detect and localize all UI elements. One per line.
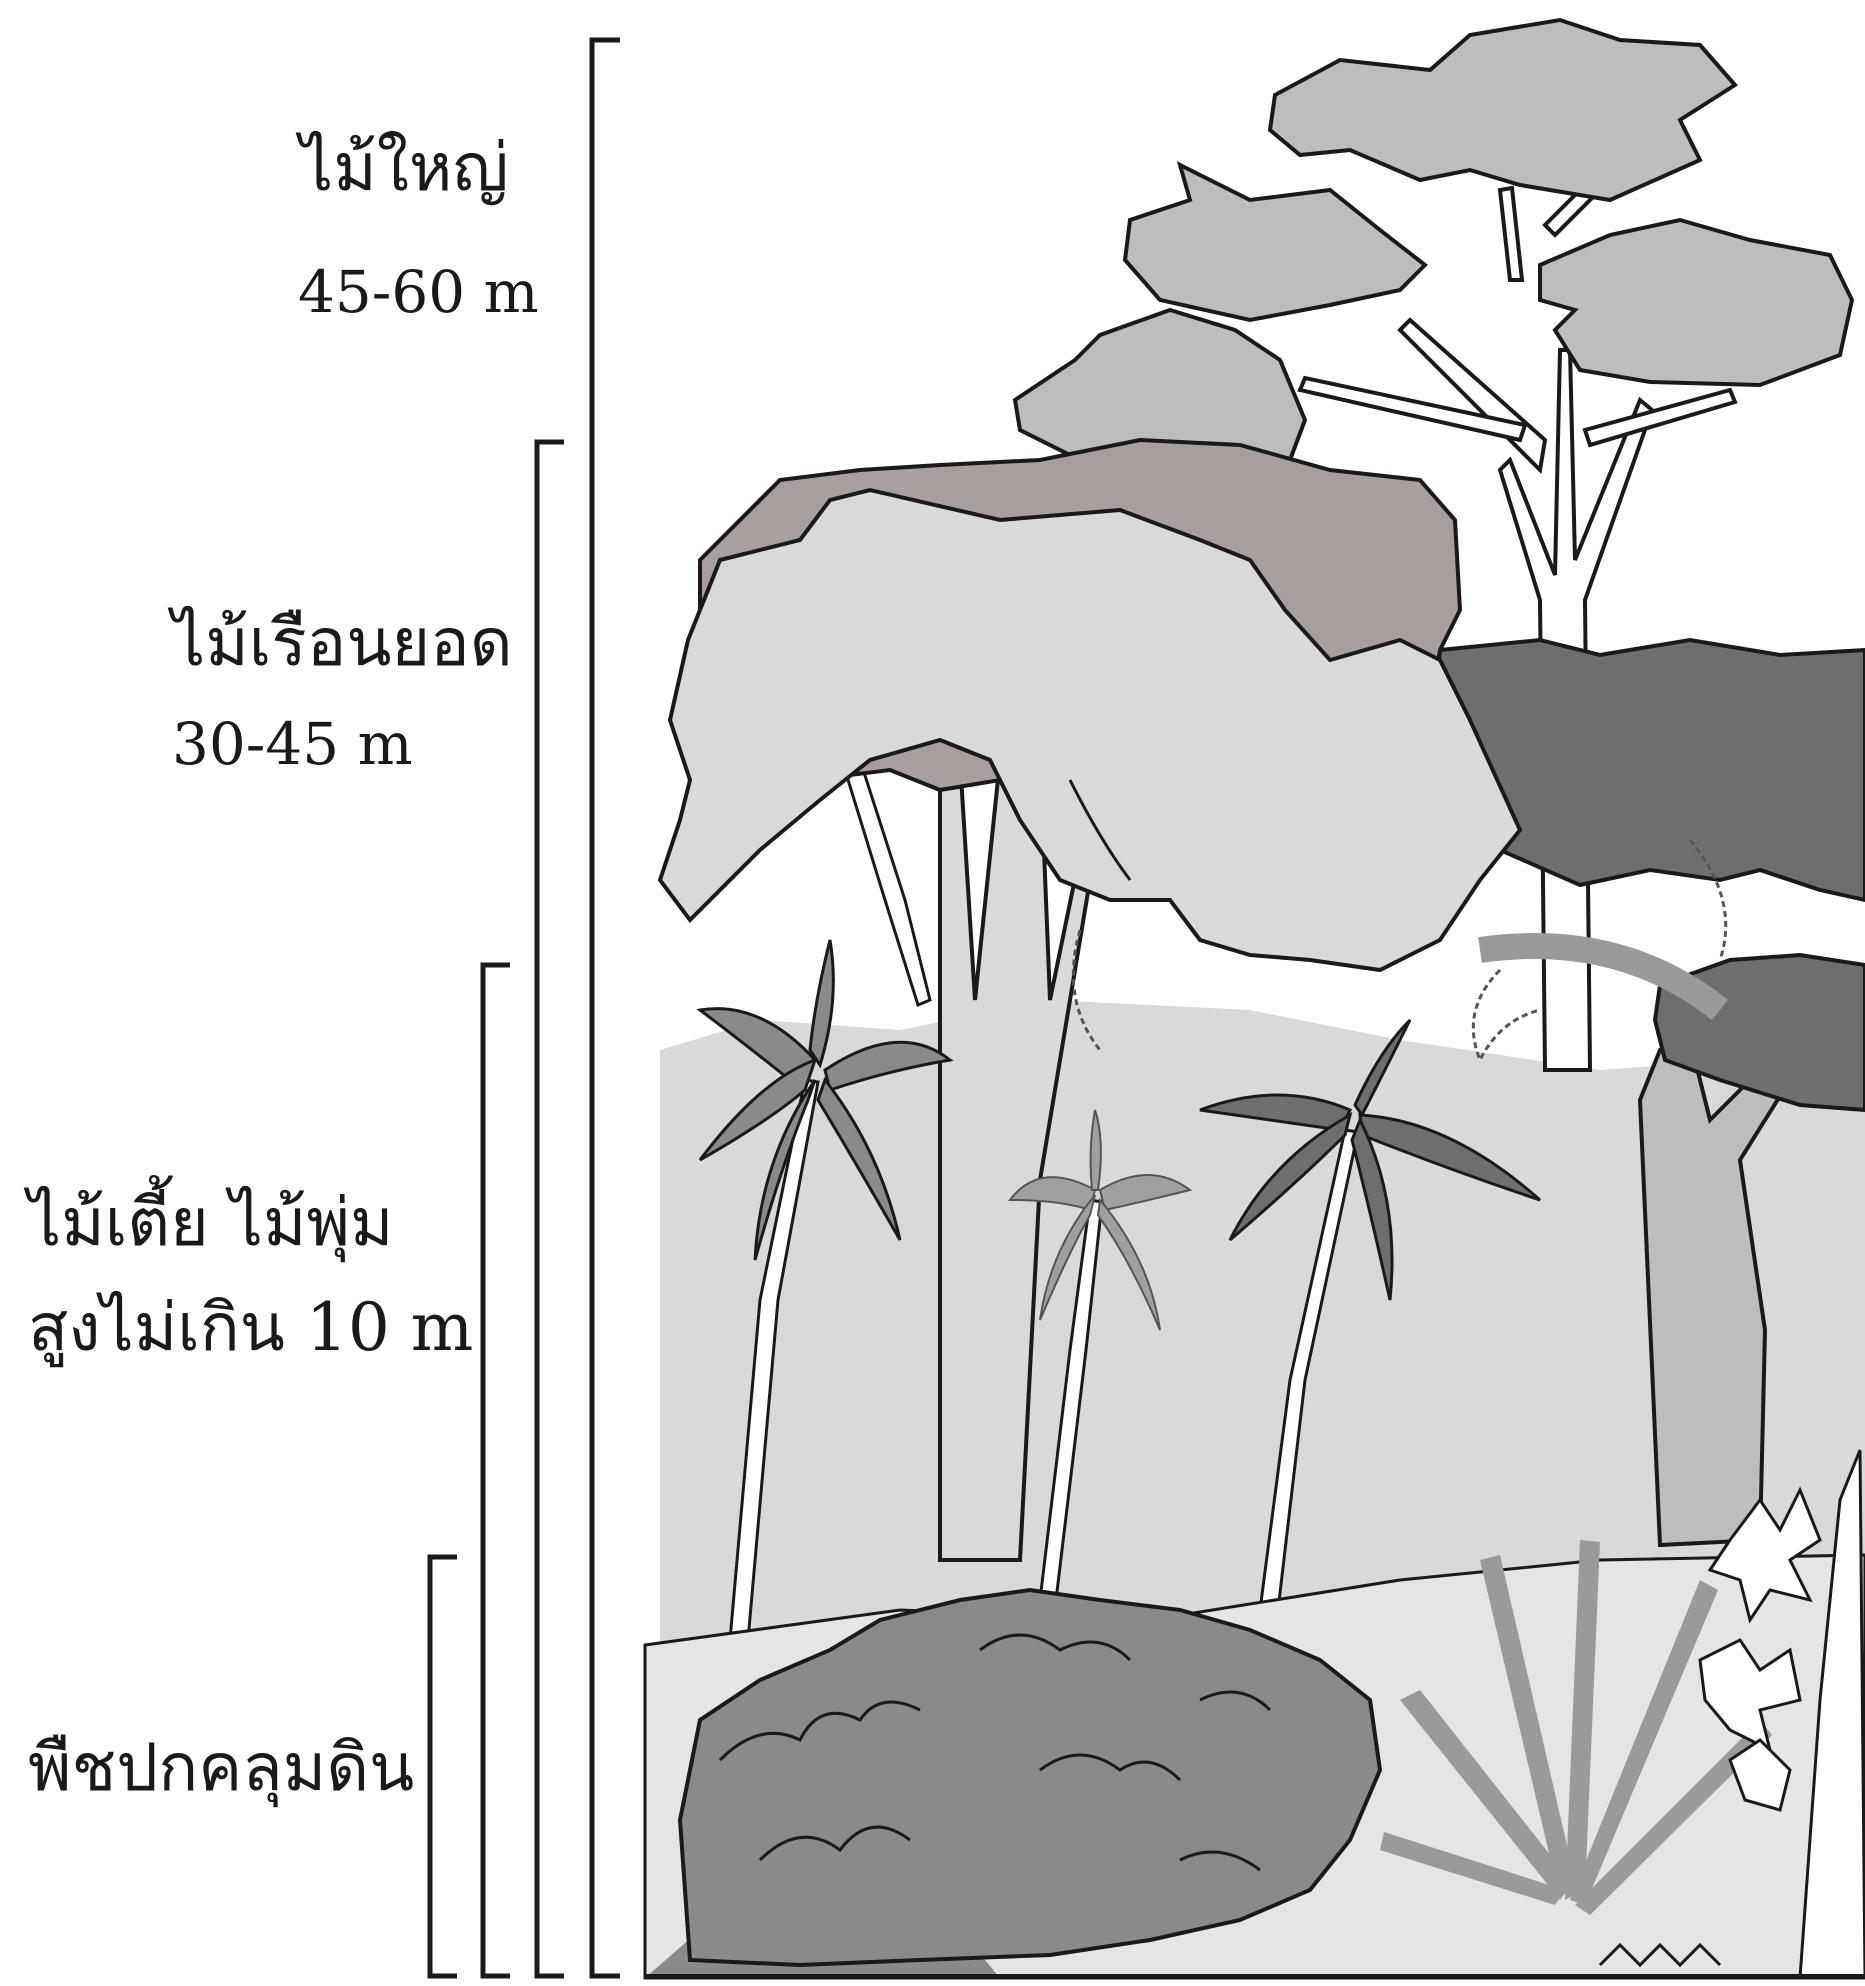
bracket-canopy — [537, 442, 564, 1976]
height-brackets — [430, 40, 620, 1976]
bracket-ground — [430, 1557, 457, 1976]
bracket-understory — [483, 965, 510, 1976]
bracket-emergent — [592, 40, 620, 1976]
